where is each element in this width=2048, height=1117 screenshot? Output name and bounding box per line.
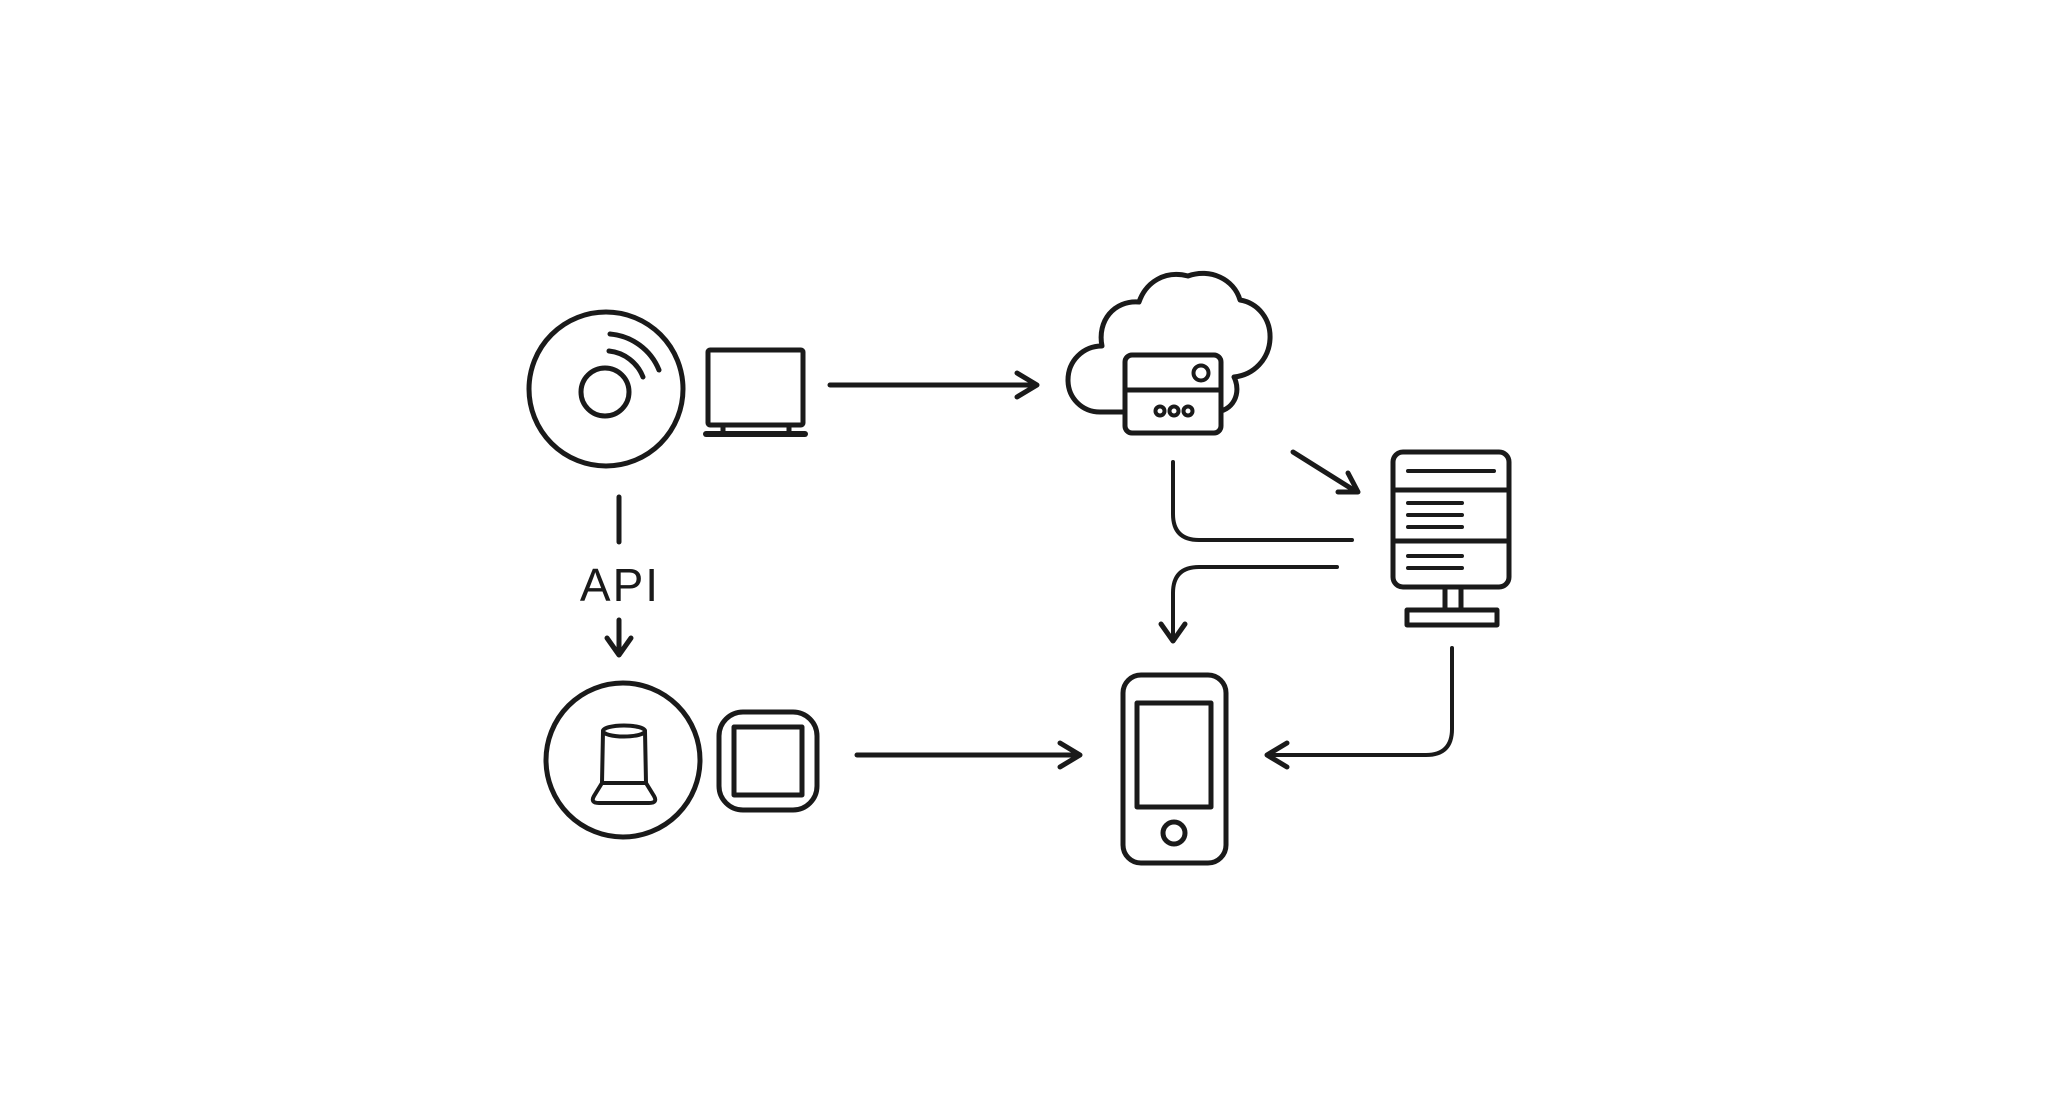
arrowhead-right — [1057, 740, 1083, 770]
monitor-icon — [703, 347, 808, 437]
rack-slot-line — [1406, 501, 1464, 529]
arrowhead-right — [1014, 370, 1040, 400]
connector-cloud-to-rack — [1171, 460, 1354, 542]
api-label: API — [580, 559, 660, 611]
arrowhead-left — [1264, 740, 1290, 770]
api-link: API — [580, 494, 660, 658]
arrowhead-down — [604, 635, 634, 658]
arrow-cloud-to-rack — [1290, 449, 1361, 495]
rack-slot-line — [1406, 554, 1464, 570]
arrow-hub-to-cloud — [827, 370, 1040, 400]
smart-hub-icon — [526, 309, 686, 469]
rack-stand-neck — [1442, 584, 1464, 613]
server-dot — [1167, 404, 1181, 418]
arrowhead-down — [1158, 621, 1188, 644]
wifi-wave-inner — [606, 348, 646, 380]
server-box — [1122, 352, 1224, 436]
server-dot — [1153, 404, 1167, 418]
connector-rack-to-phone-down — [1158, 565, 1339, 644]
phone-screen — [1134, 700, 1214, 810]
phone-home-button — [1160, 819, 1188, 847]
wifi-wave-outer — [607, 331, 662, 373]
connector-rack-to-phone-left — [1264, 646, 1454, 770]
server-dot — [1181, 404, 1195, 418]
app-window-icon — [716, 709, 820, 813]
cloud-server-icon — [1065, 270, 1273, 436]
indicator-light — [1191, 363, 1211, 383]
server-rack-icon — [1390, 449, 1512, 628]
smartphone-icon — [1120, 672, 1229, 866]
arrow-speaker-to-phone — [854, 740, 1083, 770]
smart-speaker-icon — [543, 680, 703, 840]
arrowhead-diagonal — [1335, 470, 1361, 495]
rack-stand-base — [1404, 607, 1500, 628]
speaker-pedestal — [590, 781, 658, 805]
